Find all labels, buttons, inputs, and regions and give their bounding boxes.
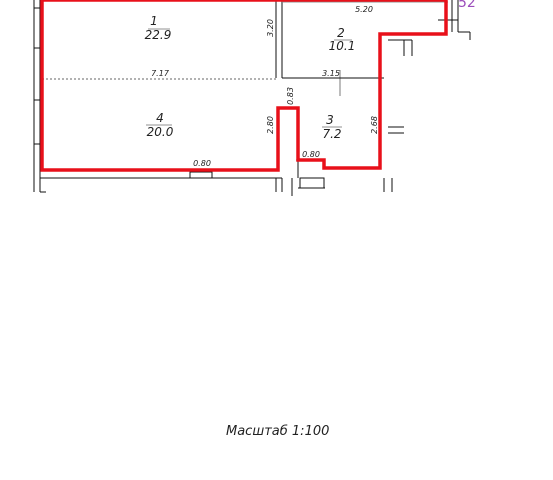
scale-label: Масштаб 1:100 bbox=[226, 424, 330, 439]
room-4-area: 20.0 bbox=[147, 125, 174, 139]
dim-080-small: 0.80 bbox=[302, 150, 320, 159]
dimension-lines bbox=[283, 1, 448, 161]
dim-320: 3.20 bbox=[266, 19, 275, 37]
dim-083: 0.83 bbox=[286, 87, 295, 105]
dim-520: 5.20 bbox=[355, 5, 373, 14]
dim-717: 7.17 bbox=[151, 69, 170, 78]
plan-marker: 52 bbox=[458, 0, 476, 11]
room-2-number: 2 bbox=[337, 26, 345, 40]
dim-080-bottom: 0.80 bbox=[193, 159, 211, 168]
dim-280: 2.80 bbox=[266, 116, 275, 134]
room-1-area: 22.9 bbox=[145, 28, 172, 42]
room-4-number: 4 bbox=[156, 111, 164, 125]
plan-walls bbox=[33, 0, 471, 196]
room-3-area: 7.2 bbox=[322, 127, 341, 141]
room-2-area: 10.1 bbox=[329, 39, 356, 53]
room-3-number: 3 bbox=[326, 113, 334, 127]
apartment-outline bbox=[40, 0, 448, 172]
room-1-number: 1 bbox=[150, 14, 158, 28]
dim-315: 3.15 bbox=[322, 69, 340, 78]
dim-268: 2.68 bbox=[370, 116, 379, 134]
